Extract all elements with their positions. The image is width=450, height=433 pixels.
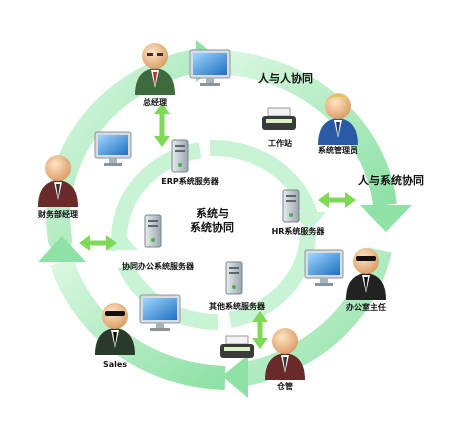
person-manager — [135, 43, 175, 95]
label-warehouse: 仓管 — [277, 382, 293, 391]
server-erp — [171, 139, 189, 173]
monitor-top — [189, 49, 231, 86]
person-office — [346, 248, 386, 300]
label-finance: 财务部经理 — [38, 210, 78, 219]
person-warehouse — [265, 328, 305, 380]
printer-workstation — [262, 107, 296, 130]
monitor-bottom — [139, 294, 181, 331]
label-center-line1: 系统与 — [196, 207, 229, 220]
server-other — [225, 261, 243, 295]
double-arrow-manager-erp — [154, 103, 170, 147]
label-human-to-system: 人与系统协同 — [358, 174, 424, 187]
person-sales — [95, 303, 135, 355]
ring-arrowhead-bottom — [222, 355, 248, 398]
label-erp-server: ERP系统服务器 — [161, 177, 219, 186]
label-workstation: 工作站 — [268, 139, 292, 148]
person-finance — [38, 155, 78, 207]
double-arrow-other-warehouse — [252, 311, 268, 349]
label-manager: 总经理 — [143, 98, 167, 107]
label-human-to-human: 人与人协同 — [258, 72, 313, 85]
ring-arrowhead-right — [360, 205, 412, 232]
monitor-right — [304, 249, 344, 286]
double-arrow-finance-oa — [79, 235, 117, 251]
server-hr — [282, 189, 300, 223]
printer-warehouse — [220, 335, 254, 358]
label-other-server: 其他系统服务器 — [209, 302, 265, 311]
label-hr-server: HR系统服务器 — [271, 227, 325, 236]
outer-ring — [38, 40, 412, 398]
label-office: 办公室主任 — [346, 303, 386, 312]
ring-arrowhead-left — [38, 236, 86, 262]
label-oa-server: 协同办公系统服务器 — [122, 262, 194, 271]
label-admin: 系统管理员 — [318, 146, 358, 155]
server-oa — [144, 214, 162, 248]
monitor-left — [94, 131, 132, 166]
label-sales: Sales — [102, 360, 128, 369]
double-arrow-hr-human — [318, 192, 356, 208]
person-admin — [318, 93, 358, 145]
label-center-line2: 系统协同 — [190, 221, 234, 234]
